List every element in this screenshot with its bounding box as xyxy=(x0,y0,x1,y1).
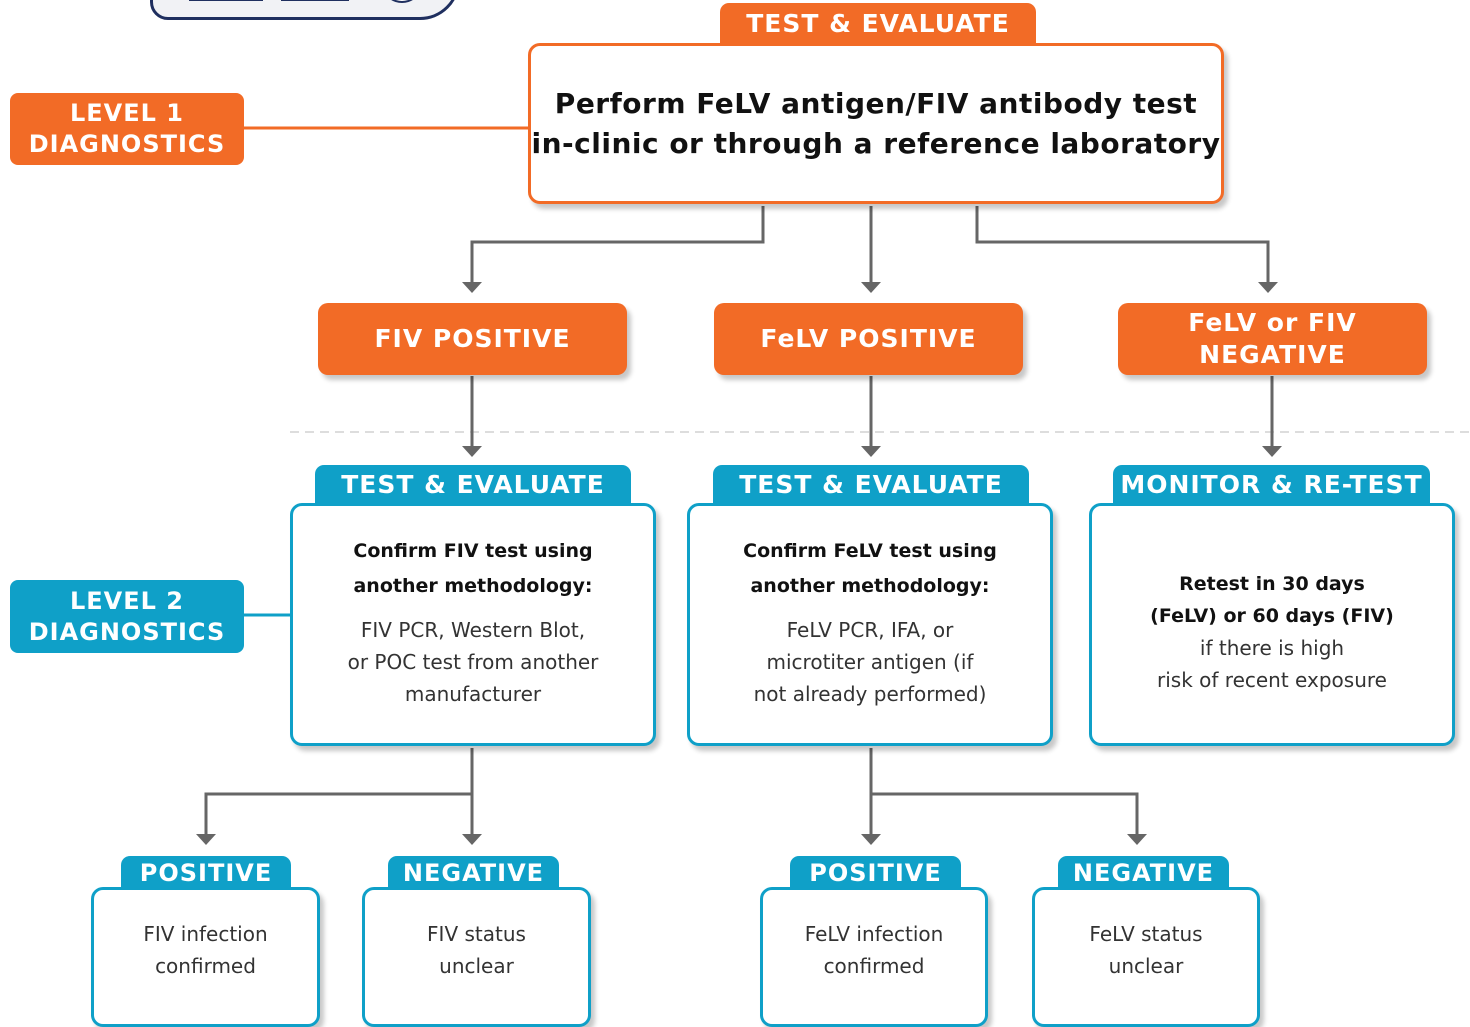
retest-text2: risk of recent exposure xyxy=(1157,668,1387,692)
fiv-negative-outcome-line1: FIV status xyxy=(427,922,526,946)
level1-text-line1: Perform FeLV antigen/FIV antibody test xyxy=(554,86,1198,120)
level2-label-line1: LEVEL 2 xyxy=(69,586,184,615)
fiv-negative-outcome-tag: NEGATIVE xyxy=(388,856,559,890)
felv-confirm-text3: not already performed) xyxy=(753,682,987,706)
felv-positive-label: FeLV POSITIVE xyxy=(760,324,977,353)
level1-text-line2: in-clinic or through a reference laborat… xyxy=(531,126,1221,160)
fiv-confirm-text3: manufacturer xyxy=(404,682,542,706)
negative-label-line2: NEGATIVE xyxy=(1199,340,1346,369)
retest-bold1: Retest in 30 days xyxy=(1179,573,1365,595)
felv-positive-outcome-line1: FeLV infection xyxy=(804,922,944,946)
monitor-retest-tag: MONITOR & RE-TEST xyxy=(1113,465,1430,505)
felv-test-evaluate-tag: TEST & EVALUATE xyxy=(713,465,1029,505)
felv-negative-outcome-line2: unclear xyxy=(1108,954,1184,978)
fiv-confirm-bold1: Confirm FIV test using xyxy=(353,540,593,562)
felv-confirm-bold1: Confirm FeLV test using xyxy=(743,540,997,562)
device-window xyxy=(189,0,263,1)
test-kit-device-image xyxy=(150,0,460,20)
negative-label-line1: FeLV or FIV xyxy=(1188,308,1357,337)
fiv-negative-outcome-line2: unclear xyxy=(439,954,514,978)
negative-box: FeLV or FIV NEGATIVE xyxy=(1118,303,1427,375)
arrow-to-fiv-outcome-positive xyxy=(204,748,474,834)
fiv-confirm-text2: or POC test from another xyxy=(347,650,599,674)
fiv-confirm-text1: FIV PCR, Western Blot, xyxy=(360,618,586,642)
felv-confirm-text2: microtiter antigen (if xyxy=(766,650,974,674)
retest-card: Retest in 30 days (FeLV) or 60 days (FIV… xyxy=(1089,503,1455,746)
fiv-positive-outcome-card: FIV infection confirmed xyxy=(91,887,320,1027)
level2-diagnostics-label: LEVEL 2 DIAGNOSTICS xyxy=(10,580,244,653)
fiv-positive-outcome-line1: FIV infection xyxy=(143,922,268,946)
level2-label-line2: DIAGNOSTICS xyxy=(28,617,226,646)
fiv-confirm-card: Confirm FIV test using another methodolo… xyxy=(290,503,656,746)
felv-negative-outcome-line1: FeLV status xyxy=(1089,922,1203,946)
level1-test-box: Perform FeLV antigen/FIV antibody test i… xyxy=(528,43,1224,204)
arrow-to-fiv-positive xyxy=(470,206,765,282)
felv-confirm-bold2: another methodology: xyxy=(750,575,990,597)
fiv-positive-label: FIV POSITIVE xyxy=(374,324,571,353)
fiv-confirm-bold2: another methodology: xyxy=(353,575,593,597)
level1-label-line1: LEVEL 1 xyxy=(69,99,184,127)
device-window xyxy=(281,0,349,1)
level1-test-evaluate-tag: TEST & EVALUATE xyxy=(720,3,1036,45)
felv-negative-outcome-tag: NEGATIVE xyxy=(1058,856,1229,890)
arrow-to-negative xyxy=(975,206,1270,282)
level1-diagnostics-label: LEVEL 1 DIAGNOSTICS xyxy=(10,93,244,165)
felv-confirm-card: Confirm FeLV test using another methodol… xyxy=(687,503,1053,746)
retest-text1: if there is high xyxy=(1199,636,1345,660)
fiv-negative-outcome-card: FIV status unclear xyxy=(362,887,591,1027)
level1-label-line2: DIAGNOSTICS xyxy=(28,130,226,158)
retest-bold2: (FeLV) or 60 days (FIV) xyxy=(1150,605,1394,627)
arrow-to-felv-outcome-negative xyxy=(871,792,1139,834)
felv-positive-outcome-card: FeLV infection confirmed xyxy=(760,887,988,1027)
fiv-test-evaluate-tag: TEST & EVALUATE xyxy=(315,465,631,505)
felv-confirm-text1: FeLV PCR, IFA, or xyxy=(786,618,954,642)
fiv-positive-outcome-line2: confirmed xyxy=(155,954,256,978)
felv-positive-outcome-tag: POSITIVE xyxy=(790,856,961,890)
fiv-positive-outcome-tag: POSITIVE xyxy=(121,856,291,890)
fiv-positive-box: FIV POSITIVE xyxy=(318,303,627,375)
felv-positive-outcome-line2: confirmed xyxy=(823,954,925,978)
felv-negative-outcome-card: FeLV status unclear xyxy=(1032,887,1260,1027)
felv-positive-box: FeLV POSITIVE xyxy=(714,303,1023,375)
